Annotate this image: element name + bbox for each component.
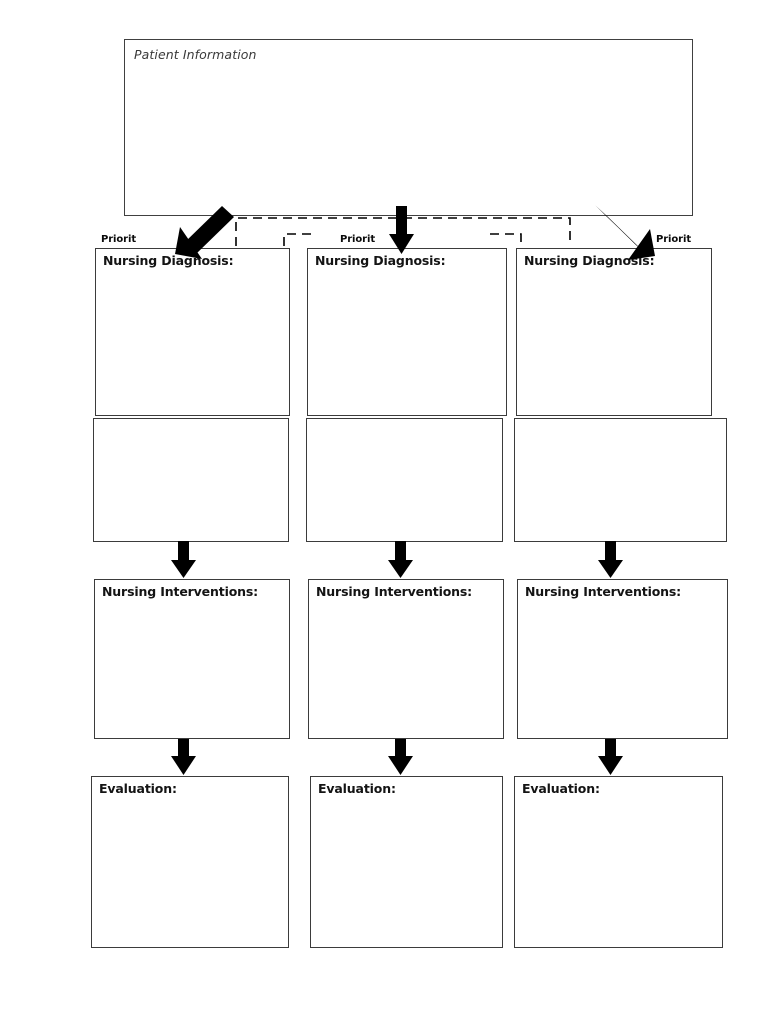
nursing-diagnosis-label-1: Nursing Diagnosis:: [103, 253, 234, 268]
diagnosis-detail-box-2[interactable]: [306, 418, 503, 542]
priority-label-1: Priorit: [101, 234, 136, 245]
diagnosis-detail-box-3[interactable]: [514, 418, 727, 542]
nursing-diagnosis-label-2: Nursing Diagnosis:: [315, 253, 446, 268]
arrow-diagnosis-to-interventions-1: [171, 541, 196, 578]
evaluation-box-3[interactable]: Evaluation:: [514, 776, 723, 948]
arrow-diagnosis-to-interventions-2: [388, 541, 413, 578]
nursing-diagnosis-label-3: Nursing Diagnosis:: [524, 253, 655, 268]
arrow-diagnosis-to-interventions-3: [598, 541, 623, 578]
dashed-bracket-inner-left: [283, 233, 314, 246]
nursing-diagnosis-box-1[interactable]: Nursing Diagnosis:: [95, 248, 290, 416]
nursing-diagnosis-box-3[interactable]: Nursing Diagnosis:: [516, 248, 712, 416]
evaluation-label-2: Evaluation:: [318, 781, 396, 796]
nursing-interventions-box-2[interactable]: Nursing Interventions:: [308, 579, 504, 739]
nursing-interventions-label-3: Nursing Interventions:: [525, 584, 682, 599]
patient-information-label: Patient Information: [134, 47, 257, 62]
priority-label-2: Priorit: [340, 234, 375, 245]
evaluation-label-3: Evaluation:: [522, 781, 600, 796]
evaluation-box-2[interactable]: Evaluation:: [310, 776, 503, 948]
patient-information-box[interactable]: Patient Information: [124, 39, 693, 216]
arrow-interventions-to-evaluation-3: [598, 739, 623, 775]
nursing-interventions-label-1: Nursing Interventions:: [102, 584, 259, 599]
evaluation-label-1: Evaluation:: [99, 781, 177, 796]
nursing-interventions-box-3[interactable]: Nursing Interventions:: [517, 579, 728, 739]
dashed-bracket-inner-right: [490, 233, 522, 246]
arrow-interventions-to-evaluation-1: [171, 739, 196, 775]
arrow-interventions-to-evaluation-2: [388, 739, 413, 775]
nursing-interventions-box-1[interactable]: Nursing Interventions:: [94, 579, 290, 739]
nursing-interventions-label-2: Nursing Interventions:: [316, 584, 473, 599]
dashed-bracket-outer: [235, 217, 571, 246]
diagnosis-detail-box-1[interactable]: [93, 418, 289, 542]
evaluation-box-1[interactable]: Evaluation:: [91, 776, 289, 948]
nursing-diagnosis-box-2[interactable]: Nursing Diagnosis:: [307, 248, 507, 416]
priority-label-3: Priorit: [656, 234, 691, 245]
